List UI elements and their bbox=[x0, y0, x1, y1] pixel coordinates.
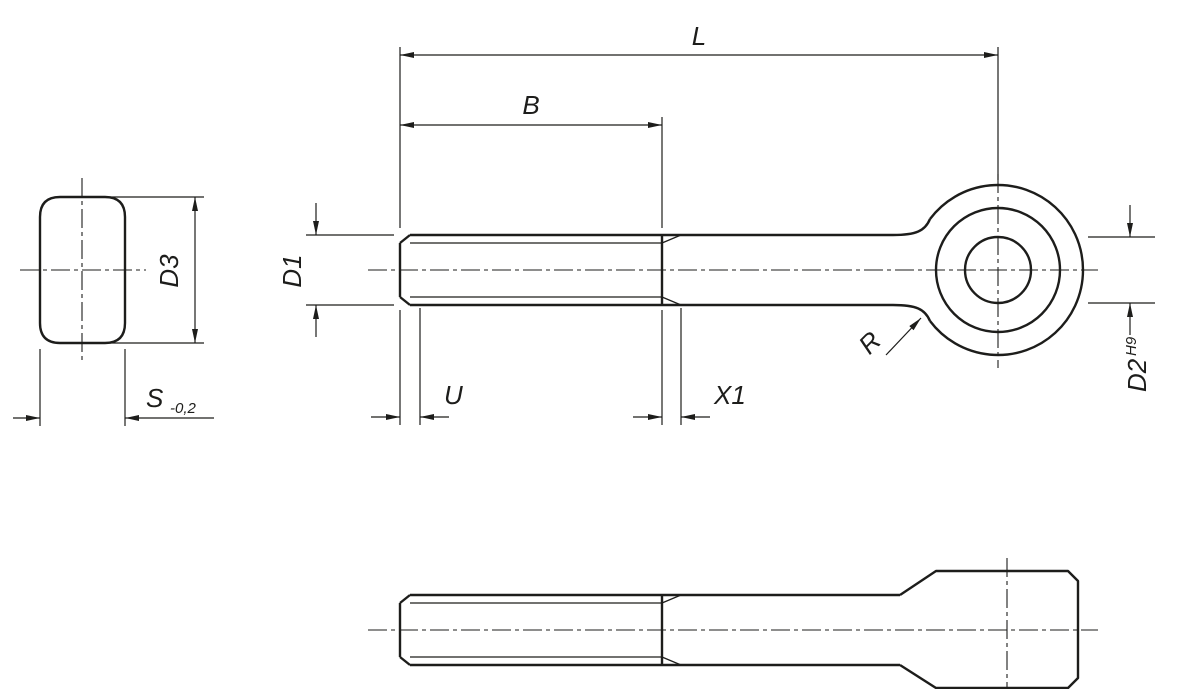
dimension-B: B bbox=[400, 90, 663, 228]
label-D2: D2 bbox=[1122, 358, 1152, 392]
dimension-S: S -0,2 bbox=[13, 349, 214, 426]
dimension-X1: X1 bbox=[633, 308, 746, 425]
label-D2-group: D2 H9 bbox=[1122, 336, 1152, 392]
thread-lines bbox=[410, 234, 682, 306]
dimension-U: U bbox=[371, 308, 463, 425]
leader-line bbox=[885, 317, 922, 356]
label-U: U bbox=[444, 380, 463, 410]
label-S-tolerance: -0,2 bbox=[170, 400, 197, 417]
label-D1: D1 bbox=[277, 254, 307, 287]
thread-lines bbox=[410, 594, 682, 666]
dimension-D2: D2 H9 bbox=[1088, 205, 1155, 392]
eye-side-outline bbox=[38, 195, 127, 345]
top-view bbox=[368, 558, 1098, 689]
label-D3: D3 bbox=[154, 254, 184, 288]
side-view bbox=[20, 178, 146, 362]
label-S: S bbox=[146, 383, 164, 413]
label-X1: X1 bbox=[713, 380, 746, 410]
dimension-D3: D3 bbox=[110, 196, 204, 344]
dimension-D1: D1 bbox=[277, 203, 394, 337]
label-B: B bbox=[522, 90, 539, 120]
front-view bbox=[368, 174, 1098, 368]
label-R: R bbox=[852, 325, 886, 359]
label-L: L bbox=[692, 21, 706, 51]
radius-callout: R bbox=[852, 317, 922, 360]
dimension-L: L bbox=[399, 21, 999, 228]
label-D2-fit: H9 bbox=[1123, 336, 1140, 356]
